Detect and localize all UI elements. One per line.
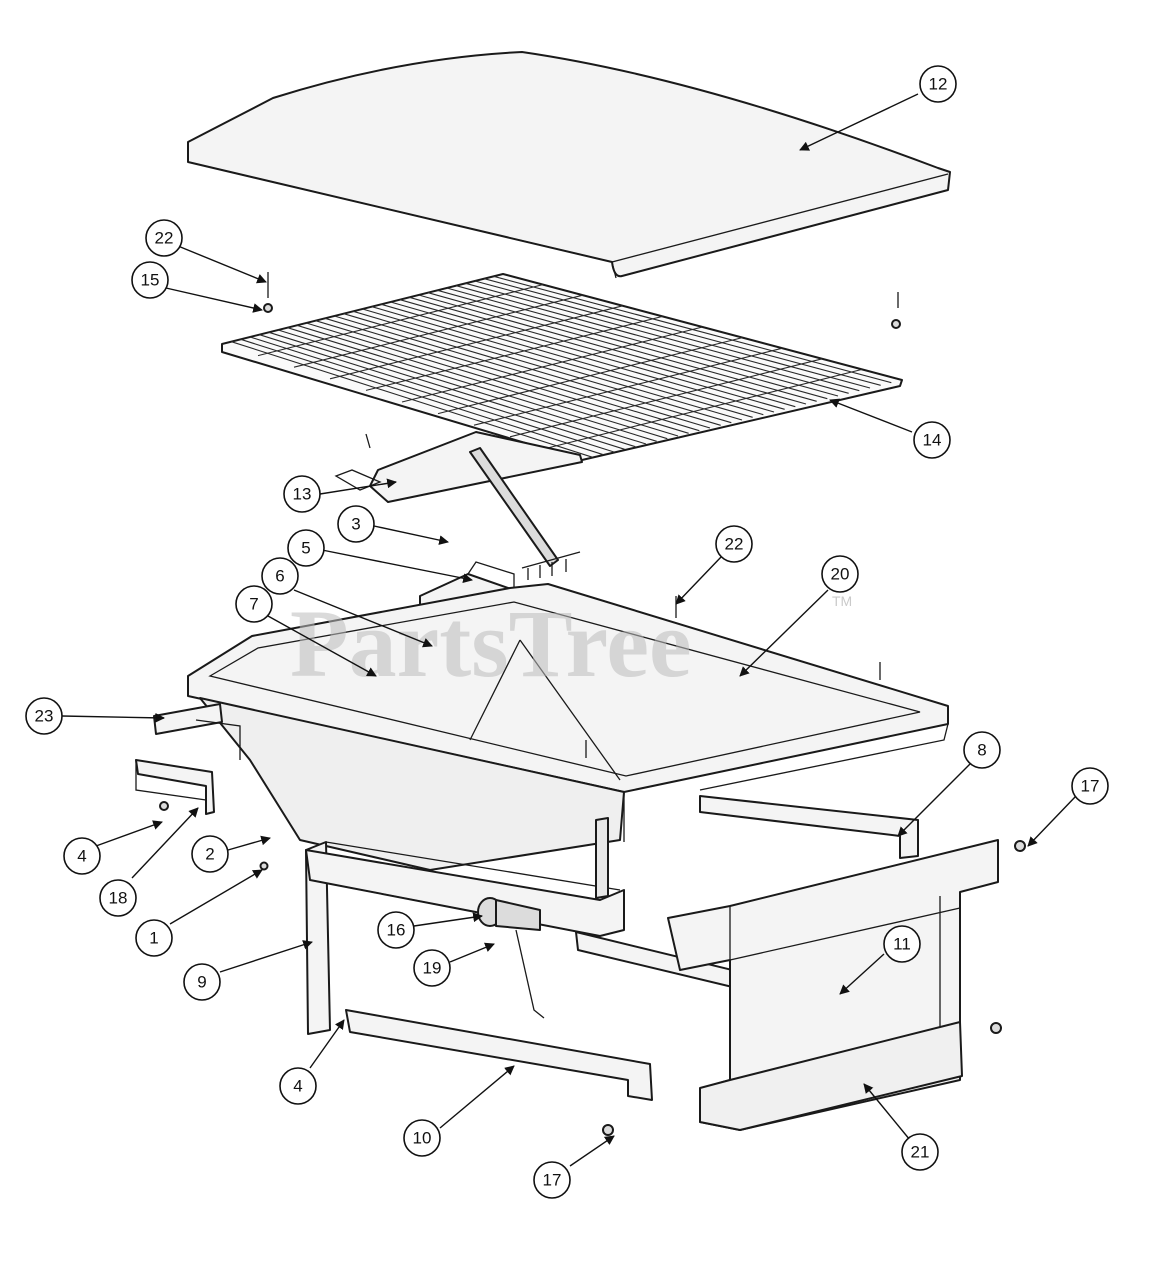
part-9-frame [305,817,625,1035]
callout-6: 6 [261,557,299,595]
svg-text:5: 5 [301,539,310,558]
svg-text:17: 17 [1081,777,1100,796]
callout-17-right: 17 [1071,767,1109,805]
svg-text:7: 7 [249,595,258,614]
svg-text:18: 18 [109,889,128,908]
svg-text:13: 13 [293,485,312,504]
part-14-wire-grate [221,273,903,461]
callout-9: 9 [183,963,221,1001]
part-20-hopper [187,583,949,871]
svg-text:15: 15 [141,271,160,290]
svg-text:22: 22 [155,229,174,248]
part-18-bracket [135,719,241,815]
callout-1: 1 [135,919,173,957]
callout-14: 14 [913,421,951,459]
svg-text:23: 23 [35,707,54,726]
watermark-trademark: TM [832,593,852,609]
svg-text:17: 17 [543,1171,562,1190]
svg-text:22: 22 [725,535,744,554]
callout-18: 18 [99,879,137,917]
callout-13: 13 [283,475,321,513]
svg-text:2: 2 [205,845,214,864]
svg-text:16: 16 [387,921,406,940]
svg-text:19: 19 [423,959,442,978]
callout-22-top: 22 [145,219,183,257]
svg-text:12: 12 [929,75,948,94]
callout-17-bottom: 17 [533,1161,571,1199]
callout-8: 8 [963,731,1001,769]
callout-21: 21 [901,1133,939,1171]
part-10-rail [345,1009,653,1101]
callouts: 12 22 15 14 13 3 5 22 20 6 7 23 8 17 4 2… [25,65,1109,1199]
callout-11: 11 [883,925,921,963]
svg-text:1: 1 [149,929,158,948]
callout-5: 5 [287,529,325,567]
svg-text:10: 10 [413,1129,432,1148]
part-21-frame [667,839,999,1131]
svg-text:3: 3 [351,515,360,534]
svg-text:4: 4 [293,1077,302,1096]
svg-text:20: 20 [831,565,850,584]
leader-lines [61,93,1077,1167]
callout-10: 10 [403,1119,441,1157]
callout-3: 3 [337,505,375,543]
callout-2: 2 [191,835,229,873]
svg-text:8: 8 [977,741,986,760]
part-12-lid [187,51,951,279]
svg-text:14: 14 [923,431,942,450]
callout-20: 20 [821,555,859,593]
callout-4-bottom: 4 [279,1067,317,1105]
callout-4-left: 4 [63,837,101,875]
callout-7: 7 [235,585,273,623]
callout-22-mid: 22 [715,525,753,563]
part-8-rail [699,795,919,859]
part-13-deflector [334,431,583,580]
svg-text:21: 21 [911,1143,930,1162]
callout-23: 23 [25,697,63,735]
callout-16: 16 [377,911,415,949]
part-23-strip [153,703,223,735]
watermark-text: PartsTree [290,590,692,697]
callout-12: 12 [919,65,957,103]
svg-text:6: 6 [275,567,284,586]
hardware-fasteners [159,272,1026,1136]
svg-text:11: 11 [893,935,911,954]
callout-15: 15 [131,261,169,299]
svg-text:4: 4 [77,847,86,866]
svg-text:9: 9 [197,973,206,992]
part-16-motor [477,897,545,1019]
callout-19: 19 [413,949,451,987]
